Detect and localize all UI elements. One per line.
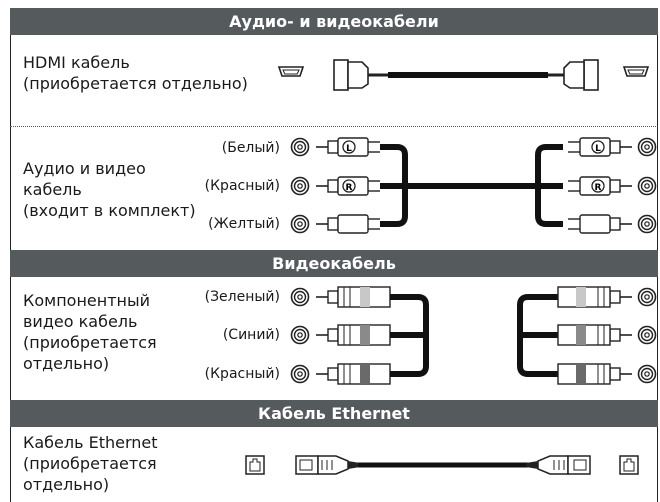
hdmi-port-right-icon <box>622 66 650 77</box>
rca-jacks-left-icon <box>290 137 310 234</box>
svg-text:L: L <box>595 144 601 154</box>
rca-plugs-right-icon: L R <box>568 138 632 233</box>
rca-plugs-left-icon: L R <box>315 137 381 234</box>
ethernet-port-right-icon <box>619 455 639 475</box>
color-label-red: (Красный) <box>204 178 280 194</box>
section-header-video: Видеокабель <box>10 250 658 277</box>
hdmi-plug-right-icon <box>548 59 599 91</box>
svg-text:R: R <box>346 183 353 193</box>
color-label-red-component: (Красный) <box>204 366 280 382</box>
rca-jacks-right-icon <box>637 137 657 234</box>
ethernet-plug-left-icon <box>295 455 360 475</box>
svg-text:L: L <box>346 144 352 154</box>
ethernet-plug-right-icon <box>526 455 591 475</box>
ethernet-cable-label: Кабель Ethernet (приобретается отдельно) <box>23 433 158 494</box>
section-header-audio-video: Аудио- и видеокабели <box>10 8 658 35</box>
av-cable-label: Аудио и видео кабель (входит в комплект) <box>23 159 196 220</box>
ethernet-port-left-icon <box>245 455 265 475</box>
component-jacks-left-icon <box>290 287 310 384</box>
hdmi-port-left-icon <box>277 66 305 77</box>
row-divider <box>10 126 658 127</box>
color-label-yellow: (Желтый) <box>208 216 280 232</box>
component-plugs-left-icon <box>315 286 391 385</box>
color-label-blue: (Синий) <box>222 327 280 343</box>
component-plugs-right-icon <box>557 286 633 385</box>
svg-text:R: R <box>595 183 602 193</box>
hdmi-plug-left-icon <box>333 59 388 91</box>
section-header-ethernet: Кабель Ethernet <box>10 400 658 427</box>
component-cable-label: Компонентный видео кабель (приобретается… <box>23 291 157 373</box>
color-label-white: (Белый) <box>221 140 280 156</box>
color-label-green: (Зеленый) <box>204 289 280 305</box>
component-jacks-right-icon <box>637 287 657 384</box>
hdmi-cable-label: HDMI кабель (приобретается отдельно) <box>23 53 248 93</box>
